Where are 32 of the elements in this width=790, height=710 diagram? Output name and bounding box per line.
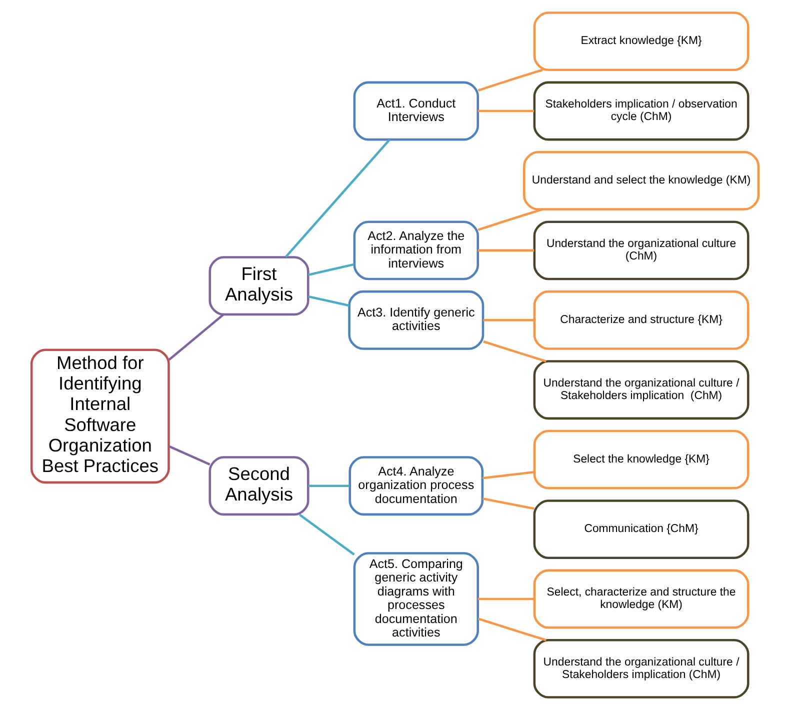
node-box: Stakeholders implication / observation cycle (ChM) <box>533 81 750 141</box>
connector <box>308 295 350 307</box>
connector <box>482 497 534 510</box>
node-box: Second Analysis <box>208 456 310 516</box>
node-box: Act5. Comparing generic activity diagrams with processes documentation activities <box>353 552 479 646</box>
node-box: Understand and select the knowledge (KM) <box>523 151 760 210</box>
connector <box>308 484 350 487</box>
connector <box>168 314 224 361</box>
connector <box>478 249 534 252</box>
connector <box>298 514 355 556</box>
connector <box>478 598 534 600</box>
node-box: Characterize and structure {KM} <box>533 290 750 350</box>
node-box: Understand the organizational culture / Stakeholders implication (ChM) <box>533 639 750 698</box>
node-box: Method for Identifying Internal Software Organization Best Practices <box>30 348 170 484</box>
connector <box>482 470 534 480</box>
node-box: Act3. Identify generic activities <box>348 290 484 350</box>
node-box: Communication {ChM} <box>533 500 750 559</box>
connector <box>483 319 534 322</box>
node-box: Act4. Analyze organization process documentation <box>348 456 484 516</box>
node-box: Select, characterize and structure the knowledge (KM) <box>533 569 750 629</box>
node-box: Select the knowledge {KM} <box>533 430 750 490</box>
connector <box>284 138 390 258</box>
connector <box>308 263 355 276</box>
connector <box>168 445 210 466</box>
node-box: Understand the organizational culture / Stakeholders implication (ChM) <box>533 360 750 420</box>
node-box: Extract knowledge {KM} <box>533 12 750 71</box>
node-box: Act2. Analyze the information from interviews <box>353 220 479 280</box>
connector <box>478 110 534 112</box>
node-box: Act1. Conduct Interviews <box>353 81 479 141</box>
connector <box>478 68 543 92</box>
node-box: First Analysis <box>208 256 310 316</box>
node-box: Understand the organizational culture (ChM) <box>533 220 750 280</box>
